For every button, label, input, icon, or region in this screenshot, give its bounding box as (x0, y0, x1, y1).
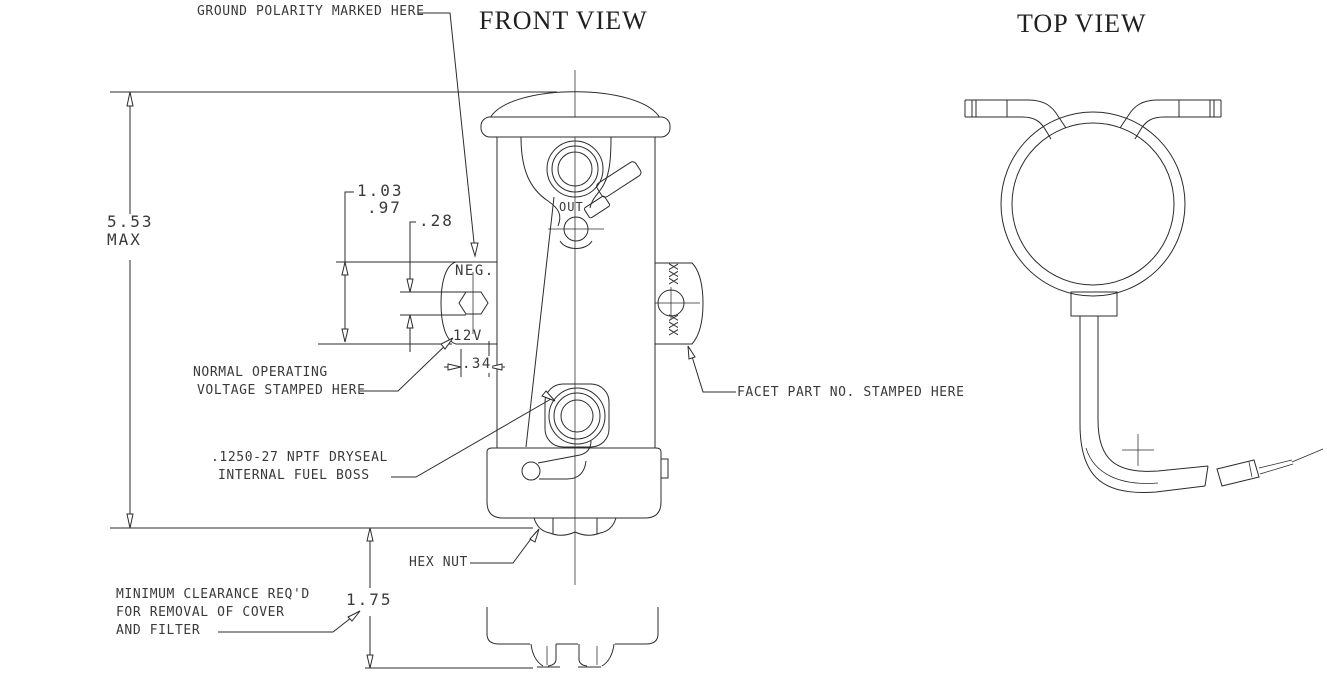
normal-operating-label-line2: VOLTAGE STAMPED HERE (197, 383, 366, 398)
dimension-0-34: .34 (462, 356, 492, 373)
flow-arrow (583, 195, 611, 219)
top-view-title: TOP VIEW (1017, 9, 1147, 38)
bottom-cover (486, 447, 662, 519)
wire-connector (1216, 448, 1324, 487)
front-view-pump (440, 70, 704, 668)
clamp-ring-inner (1011, 122, 1175, 286)
dimension-lines (110, 91, 557, 669)
pump-cap-flange (480, 116, 671, 138)
outlet-boss (546, 140, 604, 198)
out-port-label: OUT (559, 200, 584, 214)
top-view-clamp (964, 99, 1324, 494)
fuel-boss (544, 383, 610, 448)
center-mark (1122, 434, 1154, 466)
outlet-tube (1079, 316, 1209, 494)
dimension-0-97: .97 (367, 198, 402, 217)
dimension-0-28: .28 (419, 211, 454, 230)
height-dimension-value: 5.53 (107, 212, 154, 231)
facet-stamp-label: FACET PART NO. STAMPED HERE (737, 385, 965, 400)
left-mount-ear (964, 99, 1067, 140)
cover-tab (660, 458, 669, 479)
stamp-marks-bottom: XXX (666, 314, 680, 336)
stamp-boss (655, 262, 704, 345)
outlet-fitting (596, 161, 642, 198)
front-view-title: FRONT VIEW (479, 6, 648, 35)
leader-lines (218, 12, 736, 633)
tube-tab (1070, 291, 1118, 317)
pickup-pin (521, 461, 541, 481)
pump-dome (489, 91, 661, 119)
dimension-1-75: 1.75 (346, 590, 393, 609)
hex-nut-label: HEX NUT (409, 555, 468, 570)
stamp-marks-top: XXX (666, 263, 680, 285)
ground-polarity-label: GROUND POLARITY MARKED HERE (197, 4, 425, 19)
hex-nut-shape (533, 517, 617, 536)
fuel-boss-label-line1: .1250-27 NPTF DRYSEAL (211, 450, 388, 465)
neg-polarity-label: NEG. (455, 263, 495, 279)
voltage-label: 12V (453, 328, 483, 344)
terminal-hex (458, 291, 489, 315)
dimension-1-03: 1.03 (357, 181, 404, 200)
fuel-boss-label-line2: INTERNAL FUEL BOSS (218, 468, 370, 483)
normal-operating-label-line1: NORMAL OPERATING (193, 365, 328, 380)
right-mount-ear (1119, 99, 1222, 140)
height-dimension-qualifier: MAX (107, 230, 142, 249)
clamp-ring-outer (1000, 111, 1186, 297)
detached-filter-cover (486, 607, 659, 668)
